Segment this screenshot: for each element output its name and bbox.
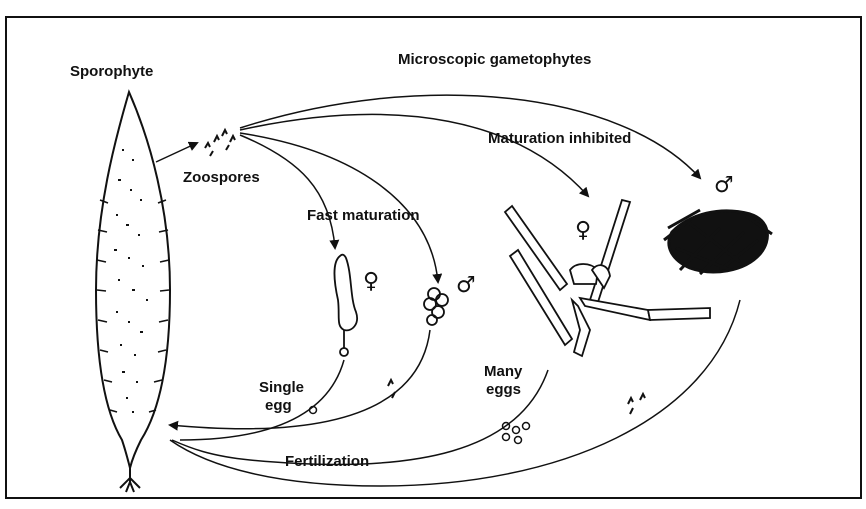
female-symbol-inhibited: ♀ (575, 218, 591, 243)
many-eggs-label-line2: eggs (486, 381, 521, 398)
many-eggs-label-line1: Many (484, 363, 523, 380)
maturation-inhibited-label: Maturation inhibited (488, 130, 631, 147)
zoospores-label: Zoospores (183, 169, 260, 186)
return-arc-male-inhibited (170, 300, 740, 486)
sperm-inhibited-icon (628, 394, 645, 414)
female-symbol-fast: ♀ (363, 269, 379, 294)
fast-maturation-label: Fast maturation (307, 207, 420, 224)
arc-to-female-fast (240, 135, 335, 248)
fertilization-label: Fertilization (285, 453, 369, 470)
microscopic-gametophytes-label: Microscopic gametophytes (398, 51, 591, 68)
zoospores-icon (205, 130, 235, 156)
male-symbol-inhibited: ♂ (714, 173, 734, 198)
female-gametophyte-inhibited-icon (505, 200, 710, 356)
single-egg-label-line2: egg (265, 397, 292, 414)
male-gametophyte-inhibited-icon (664, 210, 772, 274)
arc-to-female-inhibited (240, 114, 588, 196)
male-symbol-fast: ♂ (456, 273, 476, 298)
sporophyte-label: Sporophyte (70, 63, 153, 80)
male-gametophyte-fast-icon (424, 288, 448, 325)
release-arrow (156, 143, 197, 162)
single-egg-label-line1: Single (259, 379, 304, 396)
female-gametophyte-fast-icon (335, 255, 358, 356)
sporophyte-blade-icon (96, 92, 170, 492)
